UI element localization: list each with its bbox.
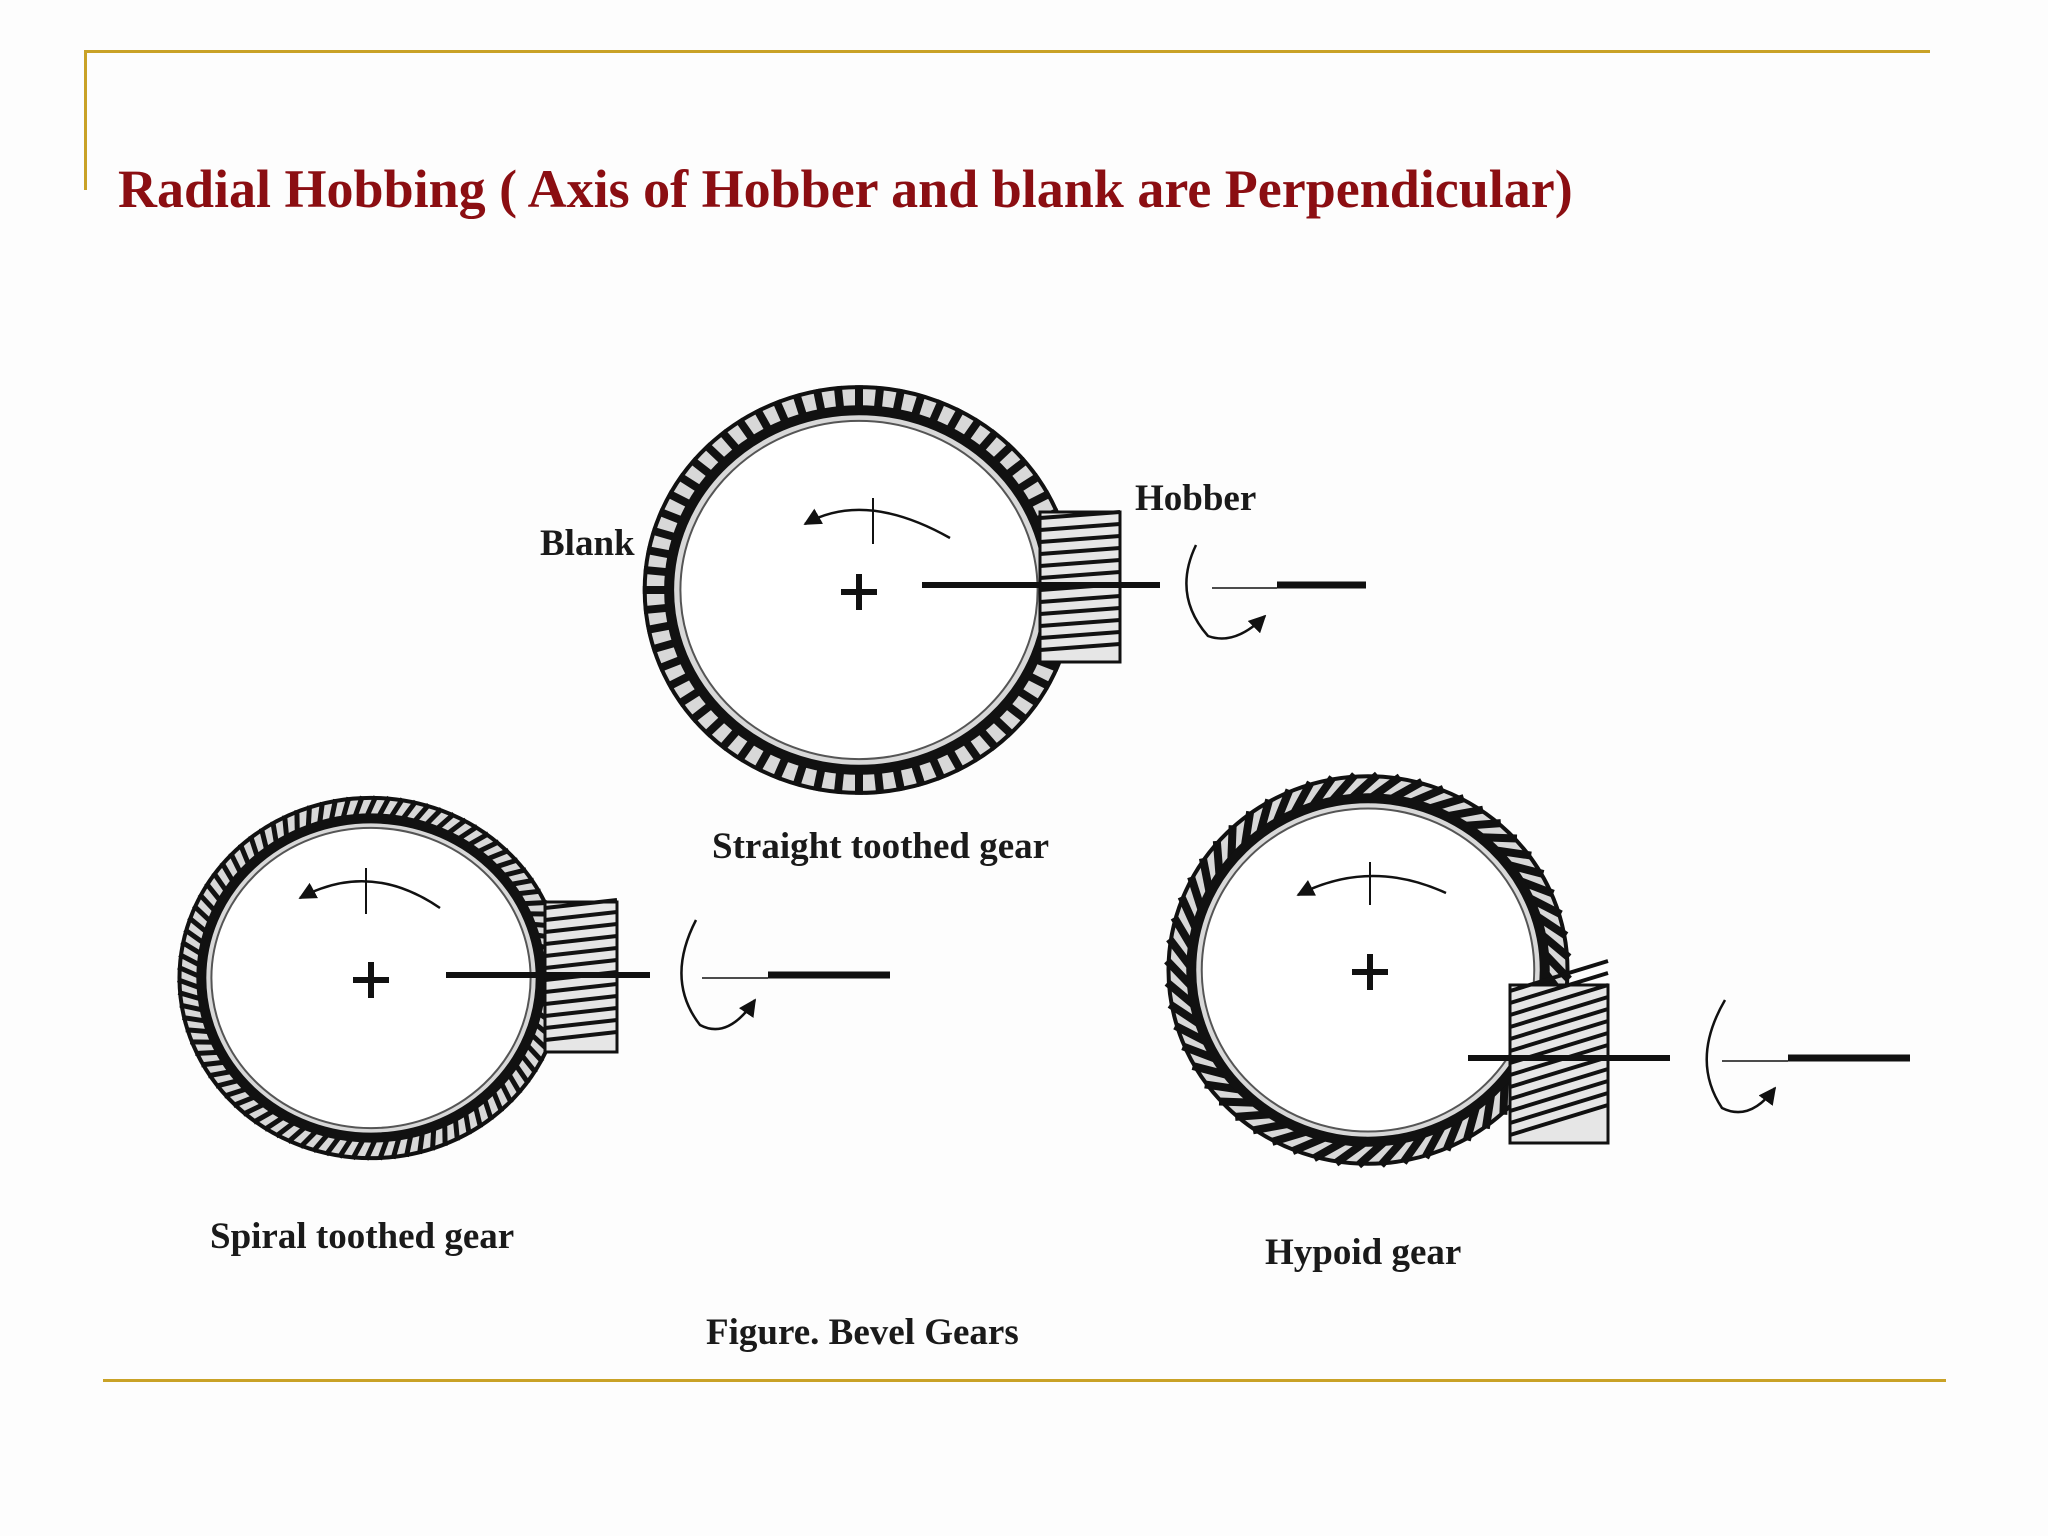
hobber-label: Hobber xyxy=(1135,478,1256,519)
hobber-thread xyxy=(1039,630,1121,640)
hobber-thread xyxy=(1509,995,1609,1029)
rotation-arrow xyxy=(1296,874,1447,897)
figure-caption: Figure. Bevel Gears xyxy=(706,1312,1019,1353)
hobber-thread xyxy=(544,994,618,1006)
hobber-thread xyxy=(1509,1103,1609,1137)
gear-caption-straight: Straight toothed gear xyxy=(712,826,1049,867)
hobber-thread xyxy=(1039,570,1121,580)
gear-caption-spiral: Spiral toothed gear xyxy=(210,1216,514,1257)
hypoid-gear-group: Hypoid gear xyxy=(1164,771,1910,1273)
hobber-rotation-arrow xyxy=(1705,999,1777,1114)
rotation-arrow xyxy=(298,879,441,910)
hobber-thread xyxy=(1509,1007,1609,1041)
gear-caption-hypoid: Hypoid gear xyxy=(1265,1232,1461,1273)
hobber-thread xyxy=(544,898,618,910)
hobber-thread xyxy=(544,910,618,922)
hobber-thread xyxy=(1509,983,1609,1017)
hobber-thread xyxy=(1039,534,1121,544)
hobber-icon xyxy=(1508,959,1610,1145)
hobber-thread xyxy=(1039,606,1121,616)
hobber-thread xyxy=(1039,558,1121,568)
hobber-thread xyxy=(1509,1067,1609,1101)
blank-label: Blank xyxy=(540,523,635,564)
hobber-thread xyxy=(544,934,618,946)
hobber-thread xyxy=(544,1030,618,1042)
hobber-thread xyxy=(1039,618,1121,628)
hobber-thread xyxy=(544,1018,618,1030)
hobber-thread xyxy=(1039,642,1121,652)
left-rule xyxy=(84,50,87,190)
hobber-thread xyxy=(1509,1091,1609,1125)
hobber-rotation-arrow xyxy=(680,919,757,1031)
hobber-icon xyxy=(1038,510,1122,664)
spiral-gear-group: Spiral toothed gear xyxy=(176,795,890,1257)
hobber-thread xyxy=(544,982,618,994)
slide-title: Radial Hobbing ( Axis of Hobber and blan… xyxy=(118,159,1573,219)
hobber-thread xyxy=(1509,1019,1609,1053)
straight-gear-group: Blank Hobber Straight toothed gear xyxy=(540,385,1366,867)
hobber-thread xyxy=(1509,1079,1609,1113)
gear-inner-ring xyxy=(1186,793,1550,1147)
hobber-thread xyxy=(544,958,618,970)
bottom-rule xyxy=(103,1379,1946,1382)
hobber-thread xyxy=(1039,594,1121,604)
hobber-thread xyxy=(544,922,618,934)
hobber-thread xyxy=(544,946,618,958)
hobber-thread xyxy=(1039,522,1121,532)
hobber-rotation-arrow xyxy=(1185,544,1267,640)
hobber-thread xyxy=(1509,959,1609,993)
hobber-thread xyxy=(544,1006,618,1018)
rotation-arrow xyxy=(803,508,951,540)
hobber-thread xyxy=(1509,1055,1609,1089)
hobber-thread xyxy=(1509,971,1609,1005)
hobber-thread xyxy=(1039,510,1121,520)
hobber-thread xyxy=(1039,546,1121,556)
top-rule xyxy=(84,50,1930,53)
